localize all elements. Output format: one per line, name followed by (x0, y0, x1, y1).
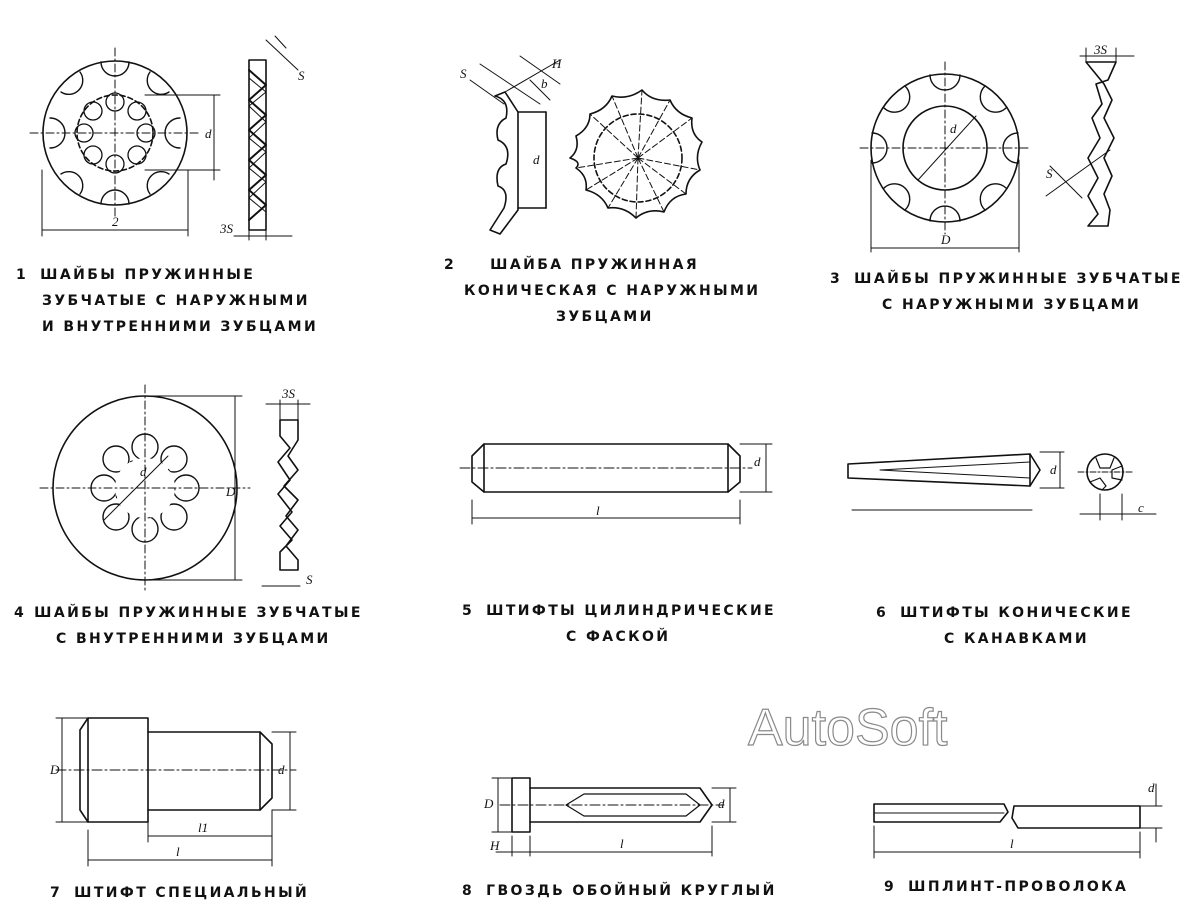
fig2-label-h: H (551, 56, 562, 71)
figure-5-line-1: ШТИФТЫ ЦИЛИНДРИЧЕСКИЕ (486, 603, 777, 619)
figure-4-line-1: ШАЙБЫ ПРУЖИННЫЕ ЗУБЧАТЫЕ (34, 605, 363, 621)
fig3-label-s: S (1046, 166, 1053, 181)
figure-9-line-1: ШПЛИНТ-ПРОВОЛОКА (908, 879, 1129, 895)
fig3-label-d: d (950, 121, 957, 136)
figure-2-line-1: ШАЙБА ПРУЖИННАЯ (490, 257, 700, 273)
fig2-label-s: S (460, 66, 467, 81)
figure-1-line-1: ШАЙБЫ ПРУЖИННЫЕ (40, 267, 256, 283)
figure-8-drawing: D d H l (483, 777, 737, 857)
watermark-logo: AutoSoft (747, 698, 948, 757)
figure-3-line-2: С НАРУЖНЫМИ ЗУБЦАМИ (882, 297, 1142, 313)
figure-6-line-1: ШТИФТЫ КОНИЧЕСКИЕ (900, 605, 1133, 621)
figure-1-caption: 1 ШАЙБЫ ПРУЖИННЫЕ ЗУБЧАТЫЕ С НАРУЖНЫМИ И … (16, 262, 318, 340)
figure-1-line-3: И ВНУТРЕННИМИ ЗУБЦАМИ (42, 319, 319, 335)
figure-1-drawing: d 2 S 3S (29, 35, 305, 241)
figure-6-line-2: С КАНАВКАМИ (944, 631, 1089, 647)
figure-9-number: 9 (884, 879, 897, 895)
figure-6-number: 6 (876, 605, 889, 621)
figure-3-drawing: 3S d D S (859, 42, 1135, 253)
figure-5-line-2: С ФАСКОЙ (566, 629, 671, 645)
fig6-label-c: c (1138, 500, 1144, 515)
fig8-label-d: d (718, 796, 725, 811)
fig1-label-s: S (298, 68, 305, 83)
figure-4-drawing: 3S d D S (39, 384, 313, 593)
figure-7-drawing: D d l1 l (49, 717, 297, 867)
fig7-label-D: D (49, 762, 60, 777)
figure-5-caption: 5 ШТИФТЫ ЦИЛИНДРИЧЕСКИЕ С ФАСКОЙ (462, 598, 776, 650)
figure-8-line-1: ГВОЗДЬ ОБОЙНЫЙ КРУГЛЫЙ (486, 883, 777, 899)
figure-3-number: 3 (830, 271, 843, 287)
fig6-label-d: d (1050, 462, 1057, 477)
fig3-label-D: D (940, 232, 951, 247)
fig8-label-D: D (483, 796, 494, 811)
figure-5-number: 5 (462, 603, 475, 619)
fig4-label-d: d (140, 464, 147, 479)
figure-7-number: 7 (50, 885, 63, 901)
fig5-label-l: l (596, 503, 600, 518)
fig7-label-l1: l1 (198, 820, 208, 835)
fig4-label-D: D (225, 484, 236, 499)
figure-8-caption: 8 ГВОЗДЬ ОБОЙНЫЙ КРУГЛЫЙ (462, 878, 777, 904)
figure-7-line-1: ШТИФТ СПЕЦИАЛЬНЫЙ (74, 885, 310, 901)
figure-9-drawing: d l (873, 780, 1163, 859)
figure-4-line-2: С ВНУТРЕННИМИ ЗУБЦАМИ (56, 631, 331, 647)
figure-3-caption: 3 ШАЙБЫ ПРУЖИННЫЕ ЗУБЧАТЫЕ С НАРУЖНЫМИ ЗУ… (830, 266, 1183, 318)
fig7-label-l: l (176, 844, 180, 859)
fig8-label-H: H (489, 838, 500, 853)
figure-4-number: 4 (14, 605, 27, 621)
figure-2-number: 2 (444, 257, 457, 273)
figure-9-caption: 9 ШПЛИНТ-ПРОВОЛОКА (884, 874, 1128, 900)
fig5-label-d: d (754, 454, 761, 469)
figure-2-line-3: ЗУБЦАМИ (556, 309, 654, 325)
fig9-label-d: d (1148, 780, 1155, 795)
figure-1-line-2: ЗУБЧАТЫЕ С НАРУЖНЫМИ (42, 293, 310, 309)
figure-6-caption: 6 ШТИФТЫ КОНИЧЕСКИЕ С КАНАВКАМИ (876, 600, 1133, 652)
fig2-label-d: d (533, 152, 540, 167)
figure-4-caption: 4 ШАЙБЫ ПРУЖИННЫЕ ЗУБЧАТЫЕ С ВНУТРЕННИМИ … (14, 600, 363, 652)
figure-8-number: 8 (462, 883, 475, 899)
figure-2-line-2: КОНИЧЕСКАЯ С НАРУЖНЫМИ (464, 283, 761, 299)
fig2-label-b: b (541, 76, 548, 91)
figure-5-drawing: d l (459, 443, 773, 525)
figure-3-line-1: ШАЙБЫ ПРУЖИННЫЕ ЗУБЧАТЫЕ (854, 271, 1183, 287)
fig1-label-d: d (205, 126, 212, 141)
fig9-label-l: l (1010, 836, 1014, 851)
fig1-label-3s: 3S (219, 221, 234, 236)
fig7-label-d: d (278, 762, 285, 777)
figure-6-drawing: d c (847, 451, 1157, 521)
fig8-label-l: l (620, 836, 624, 851)
fig4-label-s: S (306, 572, 313, 587)
fig1-label-2: 2 (112, 214, 119, 229)
figure-1-number: 1 (16, 267, 29, 283)
fig4-label-3s: 3S (281, 386, 296, 401)
figure-2-drawing: S H b d (460, 55, 703, 235)
figure-7-caption: 7 ШТИФТ СПЕЦИАЛЬНЫЙ (50, 880, 309, 906)
fig3-label-3s: 3S (1093, 42, 1108, 57)
